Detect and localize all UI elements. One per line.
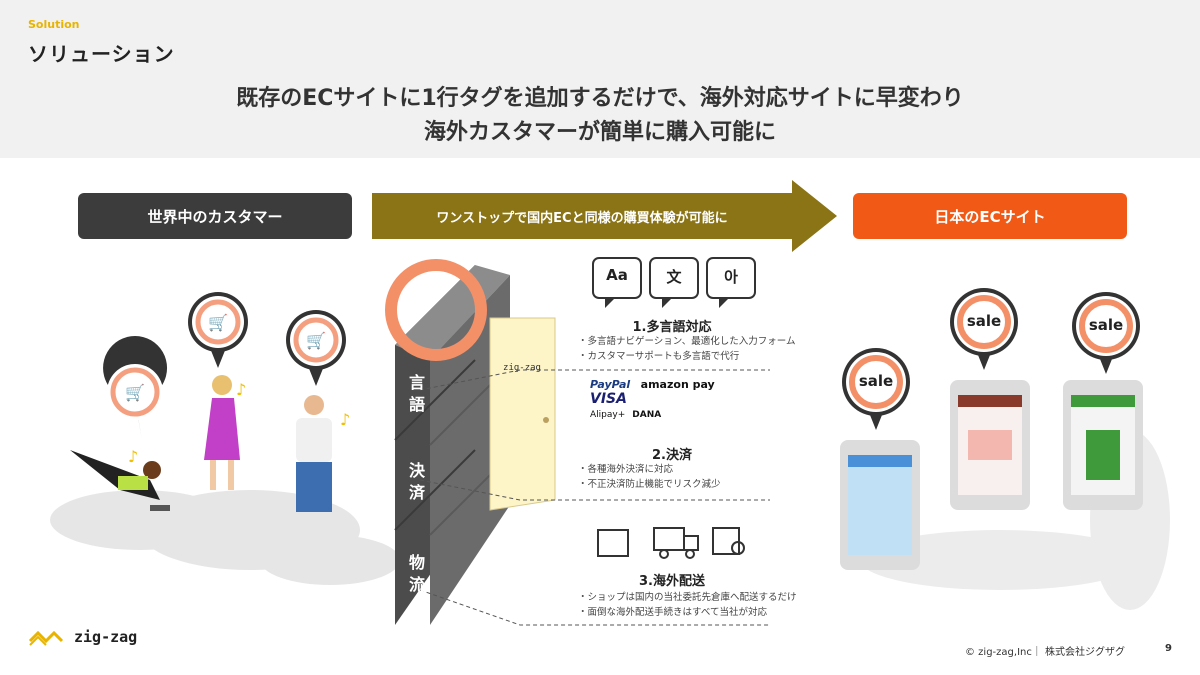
world-map-left <box>50 490 400 585</box>
copyright: © zig-zag,Inc｜ 株式会社ジグザグ <box>965 647 1126 658</box>
phone-right <box>1063 380 1143 510</box>
sale-text-1: sale <box>858 372 894 390</box>
wall-label-language: 言 語 <box>408 373 425 414</box>
leader-lines <box>419 369 770 626</box>
header-band: Solution ソリューション 既存のECサイトに1行タグを追加するだけで、海… <box>0 0 1200 158</box>
flow-arrow-label: ワンストップで国内ECと同様の購買体験が可能に <box>436 210 728 226</box>
page-number: 9 <box>1165 643 1172 654</box>
flow-arrow <box>372 180 837 252</box>
japan-ec-site-label: 日本のECサイト <box>853 193 1127 239</box>
dana-logo: DANA <box>632 410 662 420</box>
person-dress <box>204 375 240 490</box>
feature-1-bullet: ・多言語ナビゲーション、最適化した入力フォーム <box>578 336 796 347</box>
wall-label-payment: 決 済 <box>408 461 425 502</box>
door: zig-zag <box>489 317 556 511</box>
feature-3-bullet: ・ショップは国内の当社委託先倉庫へ配送するだけ <box>578 592 797 603</box>
svg-text:🛒: 🛒 <box>125 383 145 402</box>
sale-bubble-1 <box>842 348 910 430</box>
music-note-icon: ♪ <box>340 410 350 429</box>
person-standing <box>296 395 332 512</box>
svg-text:🛒: 🛒 <box>208 313 228 332</box>
feature-1-bullet: ・カスタマーサポートも多言語で代行 <box>578 351 740 362</box>
section-kicker: Solution <box>28 18 80 31</box>
lang-icon-chinese: 文 <box>666 268 682 286</box>
sale-bubble-3 <box>1072 292 1140 374</box>
feature-1-desc: ・多言語ナビゲーション、最適化した入力フォーム ・カスタマーサポートも多言語で代… <box>578 334 795 364</box>
zigzag-logo-icon <box>28 630 64 646</box>
sale-text-2: sale <box>966 312 1002 330</box>
feature-1-title: 1.多言語対応 <box>632 320 712 335</box>
feature-2-bullet: ・不正決済防止機能でリスク減少 <box>578 479 721 490</box>
language-bubbles <box>592 257 756 308</box>
wall-label-logistics: 物 流 <box>408 553 425 594</box>
page-title: ソリューション <box>28 42 175 66</box>
feature-3-desc: ・ショップは国内の当社委託先倉庫へ配送するだけ ・面倒な海外配送手続きはすべて当… <box>578 590 797 620</box>
paypal-logo: PayPal <box>590 378 631 391</box>
person-lying <box>70 450 170 511</box>
world-customers-label: 世界中のカスタマー <box>78 193 352 239</box>
alipay-logo: Alipay+ <box>590 410 626 420</box>
payment-logos: PayPal amazon pay VISA Alipay+ DANA <box>590 378 770 420</box>
svg-text:🛒: 🛒 <box>306 331 326 350</box>
music-note-icon: ♪ <box>128 447 138 466</box>
logo-text: zig-zag <box>74 628 138 646</box>
feature-3-title: 3.海外配送 <box>639 574 705 589</box>
sale-text-3: sale <box>1088 316 1124 334</box>
cart-bubble-1: 🛒 <box>103 336 168 440</box>
feature-2-bullet: ・各種海外決済に対応 <box>578 464 674 475</box>
sale-bubble-2 <box>950 288 1018 370</box>
door-brand-text: zig-zag <box>503 363 541 373</box>
visa-logo: VISA <box>590 391 627 407</box>
feature-2-title: 2.決済 <box>652 448 692 463</box>
headline-line-2: 海外カスタマーが簡単に購入可能に <box>423 120 776 145</box>
phone-middle <box>950 380 1030 510</box>
music-note-icon: ♪ <box>236 380 246 399</box>
amazonpay-logo: amazon pay <box>640 378 715 391</box>
cart-bubble-2: 🛒 <box>188 292 248 368</box>
cart-bubble-3: 🛒 <box>286 310 346 386</box>
shipping-icons <box>597 527 745 559</box>
illustration-scene: 🛒 🛒 🛒 ♪ ♪ ♪ <box>50 257 1170 626</box>
lang-icon-latin: Aa <box>606 266 628 284</box>
headline-line-1: 既存のECサイトに1行タグを追加するだけで、海外対応サイトに早変わり <box>236 86 964 111</box>
lang-icon-korean: 아 <box>724 268 738 286</box>
company-logo: zig-zag <box>28 627 137 647</box>
feature-3-bullet: ・面倒な海外配送手続きはすべて当社が対応 <box>578 607 767 618</box>
phone-left <box>840 440 920 570</box>
feature-2-desc: ・各種海外決済に対応 ・不正決済防止機能でリスク減少 <box>578 462 721 492</box>
highlight-ring <box>385 259 487 361</box>
